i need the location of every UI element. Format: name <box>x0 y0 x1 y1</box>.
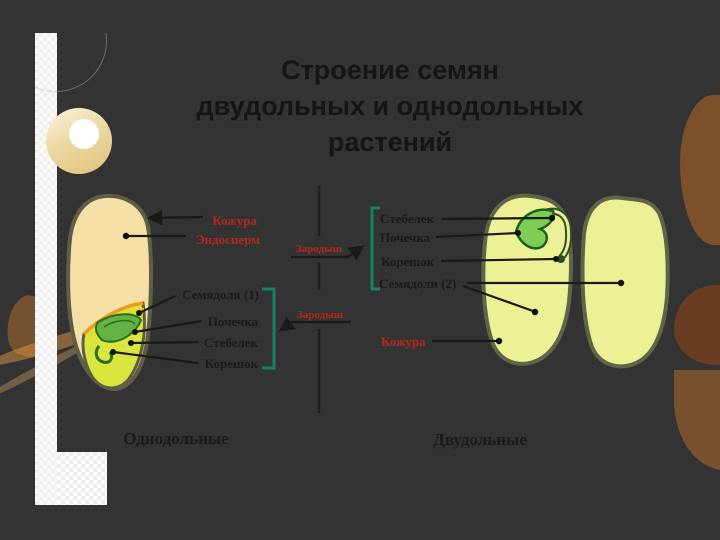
category-monocots: Однодольные <box>123 429 229 448</box>
right-embryo-bracket <box>370 206 380 291</box>
label-stebelek-left: Стебелек <box>204 335 259 350</box>
slide-title: Строение семян двудольных и однодольных … <box>150 52 630 160</box>
zarodysh-bottom-arrow <box>278 316 296 332</box>
label-koreshok-right: Корешок <box>381 254 435 269</box>
leader-kozhura-left <box>146 210 204 226</box>
dicot-seed-illustration <box>481 193 670 369</box>
dot-endosperm <box>122 232 130 240</box>
label-zarodysh-top: Зародыш <box>296 243 342 255</box>
category-dicots: Двудольные <box>433 430 527 449</box>
leader-semyadoli-b <box>462 284 534 313</box>
dot-semyadoli-b <box>531 308 539 316</box>
label-kozhura-right: Кожура <box>381 334 426 349</box>
label-koreshok-left: Корешок <box>205 356 259 371</box>
dicot-root-tip <box>557 255 565 263</box>
monocot-scutellum-line <box>82 301 144 336</box>
dot-kozhura-right <box>495 337 503 345</box>
dot-semyadoli-a <box>617 279 625 287</box>
dicot-right-cotyledon <box>580 195 670 369</box>
leader-semyadolya <box>138 295 176 314</box>
monocot-leader-lines <box>110 210 204 365</box>
decorative-circle-outline <box>35 33 107 92</box>
dot-koreshok-left <box>110 349 116 355</box>
monocot-embryo-leaf-vein <box>103 319 136 328</box>
leader-pochechka-right <box>435 231 519 239</box>
monocot-seed-illustration <box>66 193 153 391</box>
label-pochechka-right: Почечка <box>380 230 431 245</box>
label-semyadoli: Семядоли (2) <box>379 276 456 291</box>
dot-stebelek-right <box>548 214 556 222</box>
label-pochechka-left: Почечка <box>208 314 259 329</box>
monocot-embryo-root-hook <box>94 345 114 364</box>
content-panel <box>35 33 680 505</box>
left-embryo-bracket <box>262 287 276 370</box>
dot-koreshok-right <box>553 256 559 262</box>
middle-divider <box>278 186 365 413</box>
leader-stebelek-right <box>441 216 551 221</box>
leader-koreshok-left <box>112 350 199 365</box>
dot-semyadolya <box>136 310 142 316</box>
seed-structure-diagram: Кожура Эндосперм Семядоля (1) Почечка Ст… <box>66 186 670 449</box>
leader-pochechka-left <box>134 319 203 334</box>
right-flame-decoration <box>680 95 720 245</box>
dicot-embryo-leaf-bud <box>514 208 555 250</box>
leader-stebelek-left <box>130 340 199 345</box>
label-stebelek-right: Стебелек <box>380 211 435 226</box>
title-line-1: Строение семян <box>281 55 499 85</box>
label-zarodysh-bottom: Зародыш <box>297 309 343 321</box>
dot-stebelek-left <box>128 340 134 346</box>
title-line-2: двудольных и однодольных <box>196 91 584 121</box>
leader-koreshok-right <box>440 257 556 263</box>
label-semyadolya: Семядоля (1) <box>182 287 259 302</box>
dot-pochechka-left <box>132 329 138 335</box>
decorative-ring <box>46 108 112 174</box>
dicot-leader-lines <box>432 214 625 345</box>
title-line-3: растений <box>327 127 453 157</box>
label-endosperm: Эндосперм <box>196 232 260 247</box>
zarodysh-top-arrow <box>347 245 365 261</box>
checker-texture-block <box>57 452 107 505</box>
label-kozhura-left: Кожура <box>212 213 257 228</box>
dot-pochechka-right <box>515 230 521 236</box>
